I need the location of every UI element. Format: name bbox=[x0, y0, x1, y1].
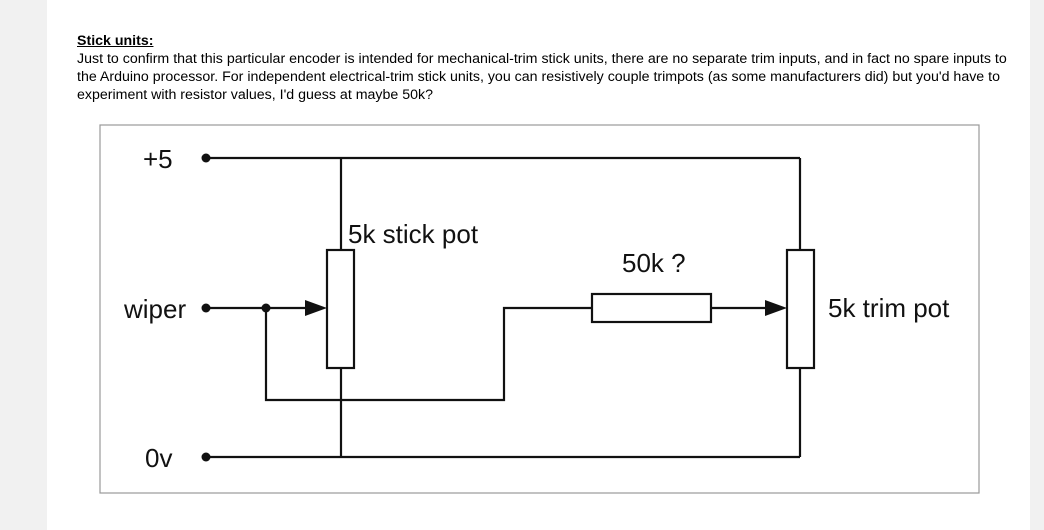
wiper-label: wiper bbox=[123, 294, 186, 324]
body-paragraph: Just to confirm that this particular enc… bbox=[77, 51, 1007, 103]
plus5-terminal bbox=[201, 153, 211, 163]
wiper-terminal bbox=[201, 303, 211, 313]
ground-label: 0v bbox=[145, 443, 172, 473]
ground-terminal bbox=[201, 452, 211, 462]
plus5-label: +5 bbox=[143, 144, 173, 174]
stick-pot-label: 5k stick pot bbox=[348, 219, 479, 249]
stick-pot-body bbox=[325, 248, 356, 370]
wiper-loop-wire bbox=[264, 306, 592, 402]
trim-pot-label: 5k trim pot bbox=[828, 293, 950, 323]
resistor-body bbox=[590, 292, 713, 324]
section-heading: Stick units: bbox=[77, 33, 154, 49]
stick-pot-wiper-arrow bbox=[305, 300, 327, 316]
resistor-label: 50k ? bbox=[622, 248, 686, 278]
trim-pot-wiper-arrow bbox=[765, 300, 787, 316]
text-block: Stick units: Just to confirm that this p… bbox=[77, 32, 1007, 104]
trim-pot-body bbox=[785, 248, 816, 370]
junction-dot bbox=[261, 303, 271, 313]
